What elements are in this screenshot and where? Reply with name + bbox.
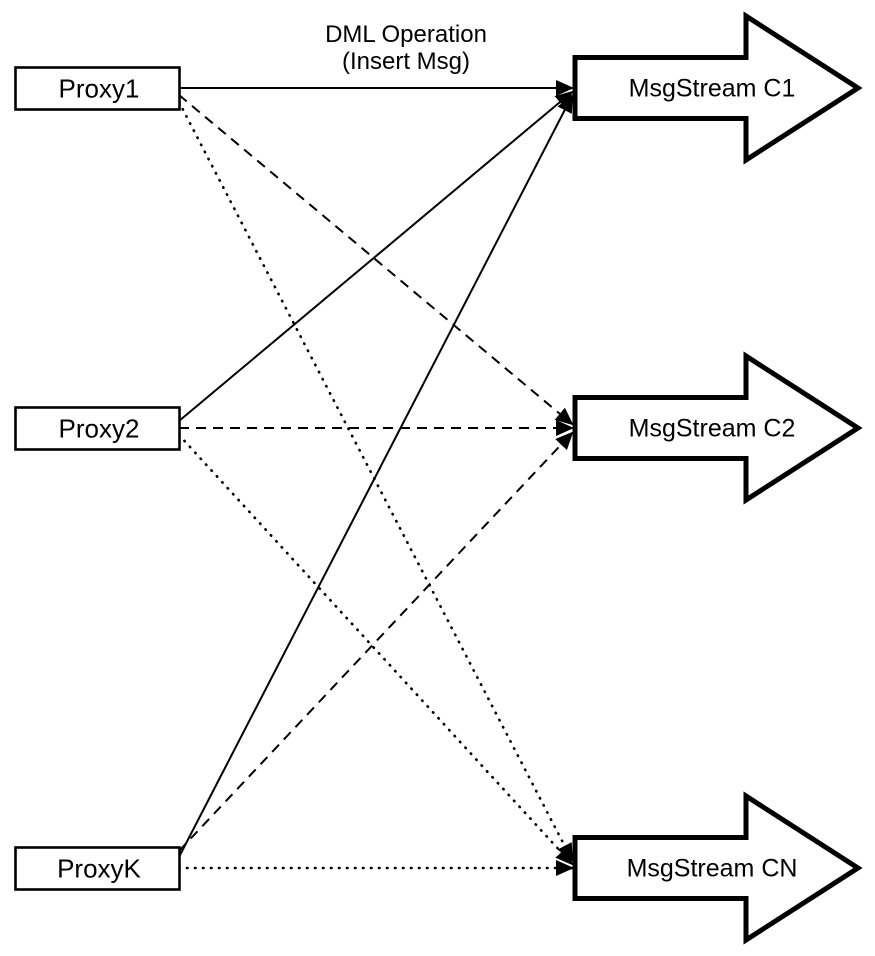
proxy1-box: [14, 66, 181, 111]
node-proxyk: ProxyK: [14, 846, 181, 891]
msgstream-cn-arrow-icon: [572, 791, 863, 945]
edge-proxy2-to-cn: [177, 433, 574, 866]
node-proxy2: Proxy2: [14, 406, 181, 451]
msgstream-cn-label: MsgStream CN: [627, 855, 798, 883]
node-msgstream-c2: MsgStream C2: [572, 351, 863, 505]
edge-proxyk-to-c1: [178, 94, 573, 858]
msgstream-c1-arrow-icon: [572, 11, 863, 165]
msgstream-c2-arrow-icon: [572, 351, 863, 505]
proxyk-label: ProxyK: [57, 854, 141, 884]
node-msgstream-c1: MsgStream C1: [572, 11, 863, 165]
diagram-title-line1: DML Operation: [325, 21, 487, 48]
diagram-title: DML Operation (Insert Msg): [256, 21, 556, 75]
edge-proxy1-to-cn: [177, 100, 574, 862]
msgstream-c2-label: MsgStream C2: [629, 415, 796, 443]
edge-proxy1-to-c2: [178, 94, 574, 426]
proxyk-box: [14, 846, 181, 891]
proxy2-box: [14, 406, 181, 451]
node-proxy1: Proxy1: [14, 66, 181, 111]
edges-layer: [177, 80, 574, 876]
edge-proxyk-to-c2: [178, 431, 574, 852]
edge-proxy2-to-c1: [178, 90, 574, 422]
msgstream-c1-label: MsgStream C1: [629, 75, 796, 103]
node-msgstream-cn: MsgStream CN: [572, 791, 863, 945]
proxy1-label: Proxy1: [59, 74, 140, 104]
diagram-title-line2: (Insert Msg): [341, 48, 470, 75]
proxy2-label: Proxy2: [59, 414, 140, 444]
